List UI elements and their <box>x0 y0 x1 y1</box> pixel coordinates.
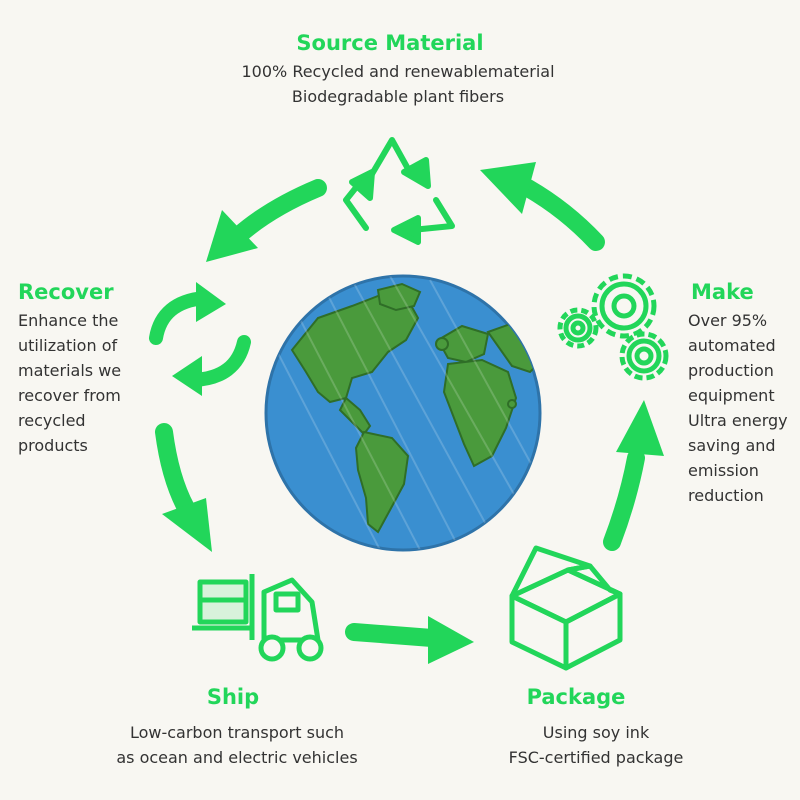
make-line-8: reduction <box>688 486 764 505</box>
make-line-6: saving and <box>688 436 776 455</box>
package-line-1: Using soy ink <box>542 723 650 742</box>
refresh-icon <box>149 282 251 396</box>
source-title: Source Material <box>296 31 484 55</box>
forklift-icon <box>192 574 324 662</box>
recover-line-6: products <box>18 436 88 455</box>
source-line-2: Biodegradable plant fibers <box>291 87 505 106</box>
make-line-5: Ultra energy <box>688 411 788 430</box>
package-title: Package <box>526 685 626 709</box>
make-line-1: Over 95% <box>688 311 768 330</box>
recover-line-2: utilization of <box>18 336 118 355</box>
ship-line-1: Low-carbon transport such <box>129 723 345 742</box>
globe-icon <box>264 274 542 552</box>
cycle-arrows <box>155 179 645 647</box>
recover-line-1: Enhance the <box>18 311 119 330</box>
package-description: Using soy ink FSC-certified package <box>476 720 716 770</box>
recover-title: Recover <box>18 280 114 304</box>
recycle-icon <box>343 137 455 245</box>
source-description: 100% Recycled and renewablematerial Biod… <box>0 59 796 109</box>
arrow-source-to-recover <box>229 179 327 245</box>
arrow-recover-to-ship <box>155 423 195 517</box>
recover-description: Enhance the utilization of materials we … <box>18 308 121 458</box>
arrow-package-to-make <box>603 449 645 551</box>
source-line-1: 100% Recycled and renewablematerial <box>241 62 555 81</box>
recover-line-3: materials we <box>18 361 122 380</box>
make-line-2: automated <box>688 336 776 355</box>
make-line-7: emission <box>688 461 759 480</box>
recover-line-5: recycled <box>18 411 86 430</box>
gears-icon <box>557 273 669 381</box>
ship-line-2: as ocean and electric vehicles <box>116 748 358 767</box>
recover-line-4: recover from <box>18 386 121 405</box>
ship-description: Low-carbon transport such as ocean and e… <box>96 720 378 770</box>
ship-title: Ship <box>206 685 260 709</box>
package-line-2: FSC-certified package <box>508 748 684 767</box>
make-description: Over 95% automated production equipment … <box>688 308 788 508</box>
arrow-ship-to-package <box>345 623 441 647</box>
box-icon <box>509 545 623 671</box>
make-line-4: equipment <box>688 386 775 405</box>
arrow-make-to-source <box>519 179 605 251</box>
make-line-3: production <box>688 361 774 380</box>
make-title: Make <box>691 280 754 304</box>
